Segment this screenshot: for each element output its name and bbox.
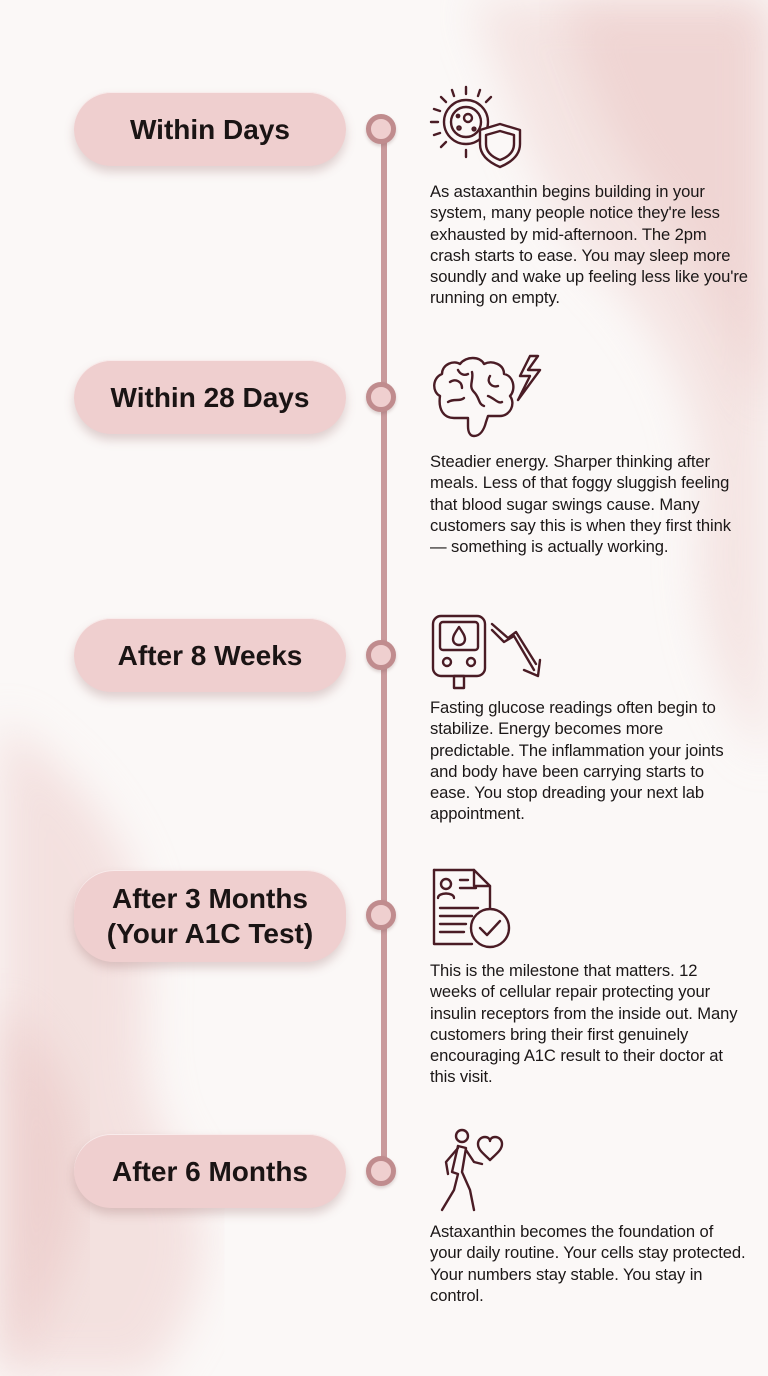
milestone-description: Astaxanthin becomes the foundation of yo… — [430, 1222, 746, 1305]
milestone-label-subtitle: (Your A1C Test) — [106, 918, 314, 949]
glucose-meter-down-arrow-icon — [428, 612, 552, 692]
timeline-node — [366, 382, 396, 412]
timeline-node — [366, 1156, 396, 1186]
brain-bolt-icon — [428, 352, 548, 442]
milestone-label: After 3 Months — [112, 883, 308, 914]
milestone-description: Fasting glucose readings often begin to … — [430, 698, 724, 824]
milestone-label: After 6 Months — [112, 1155, 308, 1187]
milestone-label: Within 28 Days — [110, 381, 310, 413]
milestone-label: After 8 Weeks — [117, 639, 303, 671]
milestone-description: Steadier energy. Sharper thinking after … — [430, 452, 731, 557]
timeline-node — [366, 900, 396, 930]
timeline-node — [366, 114, 396, 144]
milestone-pill: After 3 Months (Your A1C Test) — [74, 870, 346, 962]
milestone-description: As astaxanthin begins building in your s… — [430, 182, 748, 308]
timeline-node — [366, 640, 396, 670]
milestone-pill: After 6 Months — [74, 1134, 346, 1208]
milestone-description: This is the milestone that matters. 12 w… — [430, 961, 738, 1087]
cell-shield-icon — [428, 82, 528, 172]
milestone-pill: After 8 Weeks — [74, 618, 346, 692]
walking-heart-icon — [428, 1126, 508, 1216]
milestone-label: Within Days — [130, 113, 290, 145]
milestone-pill: Within Days — [74, 92, 346, 166]
report-checkmark-icon — [428, 866, 518, 952]
milestone-pill: Within 28 Days — [74, 360, 346, 434]
